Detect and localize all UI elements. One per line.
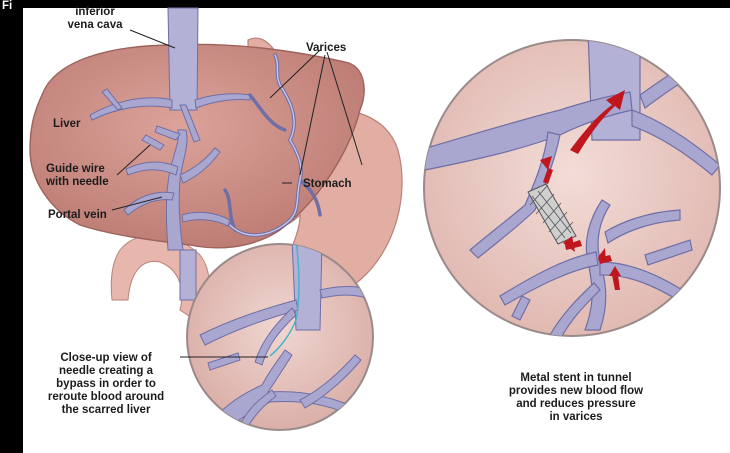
label-varices: Varices [306,42,346,55]
ivc-lower [180,250,196,300]
label-stomach: Stomach [303,178,352,191]
label-guide-wire: Guide wire with needle [46,163,109,189]
stent-circle [420,30,720,340]
label-closeup-caption: Close-up view of needle creating a bypas… [34,352,178,417]
label-liver: Liver [53,118,81,131]
label-stent-caption: Metal stent in tunnel provides new blood… [486,372,666,424]
ivc-vessel [168,8,198,110]
label-inferior-vena-cava: inferior vena cava [50,6,140,32]
corner-text: Fi [2,0,12,13]
label-portal-vein: Portal vein [48,209,107,222]
